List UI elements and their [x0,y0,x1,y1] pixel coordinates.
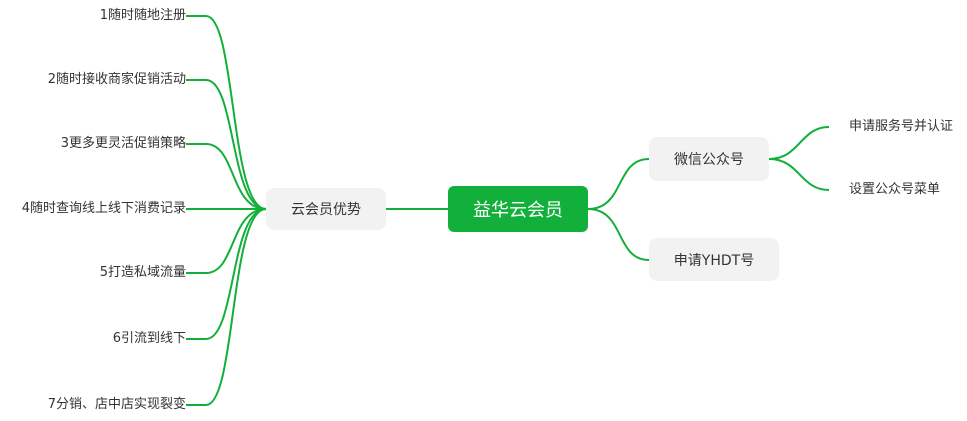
link-adv-item-2 [186,79,267,210]
advantage-item-4[interactable]: 4随时查询线上线下消费记录 [21,201,186,216]
advantage-item-5[interactable]: 5打造私域流量 [99,265,186,280]
advantage-item-7[interactable]: 7分销、店中店实现裂变 [47,397,186,412]
wechat-node[interactable]: 微信公众号 [649,137,769,181]
root-node[interactable]: 益华云会员 [448,186,588,232]
wechat-item-1[interactable]: 申请服务号并认证 [849,119,954,134]
advantage-item-3[interactable]: 3更多更灵活促销策略 [60,136,186,151]
link-adv-item-7 [186,208,267,406]
yhdt-node[interactable]: 申请YHDT号 [649,238,779,281]
link-wechat-item-2 [768,158,830,191]
link-root-yhdt [587,208,650,261]
link-adv-item-6 [186,208,267,340]
advantage-item-6[interactable]: 6引流到线下 [112,331,186,346]
advantage-item-2[interactable]: 2随时接收商家促销活动 [47,72,186,87]
link-adv-item-1 [186,15,267,210]
link-adv-item-3 [186,143,267,210]
advantages-node[interactable]: 云会员优势 [266,188,386,230]
link-adv-item-5 [186,208,267,274]
advantage-item-1[interactable]: 1随时随地注册 [99,8,186,23]
link-wechat-item-1 [768,126,830,160]
wechat-item-2[interactable]: 设置公众号菜单 [849,182,941,197]
link-root-wechat [587,158,650,210]
